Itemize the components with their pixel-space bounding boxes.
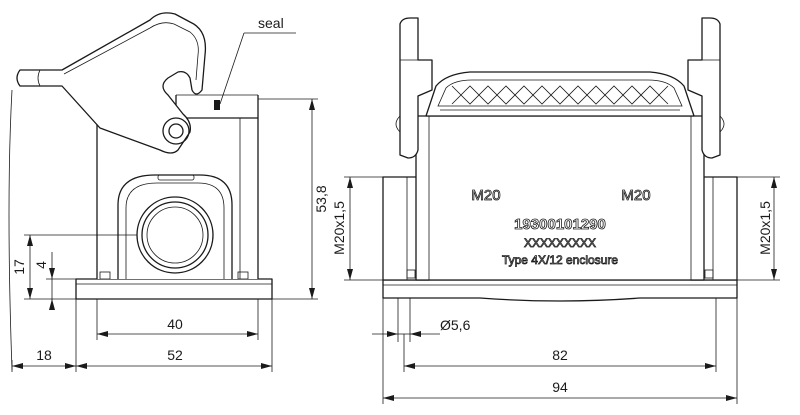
side-view: seal 53,8 17 4 <box>8 12 329 372</box>
dim-diameter-5-6: Ø5,6 <box>372 298 471 342</box>
dim-52: 52 18 <box>11 299 273 372</box>
dim-m20-right: M20x1,5 <box>737 176 780 281</box>
locking-lever <box>16 12 207 154</box>
svg-text:M20x1,5: M20x1,5 <box>757 201 773 255</box>
dim-m20-left: M20x1,5 <box>331 176 383 281</box>
seal-label: seal <box>258 15 284 31</box>
front-body <box>415 115 705 281</box>
seal-pattern <box>440 85 680 111</box>
svg-text:40: 40 <box>167 316 183 332</box>
seal-marker <box>214 100 220 110</box>
lever-pivot <box>162 117 190 145</box>
dim-18: 18 <box>36 347 52 363</box>
dim-94: 94 <box>382 298 738 404</box>
svg-text:52: 52 <box>167 347 183 363</box>
svg-text:94: 94 <box>552 379 568 395</box>
front-base-plate <box>382 279 738 302</box>
front-view: M20 M20 19300101290 XXXXXXXXX Type 4X/12… <box>331 17 780 404</box>
svg-text:4: 4 <box>33 261 49 269</box>
marking-serial: XXXXXXXXX <box>524 236 596 250</box>
dim-17: 17 <box>11 234 137 300</box>
front-top-band <box>425 71 695 117</box>
side-base-plate <box>75 278 273 300</box>
dim-53-8: 53,8 <box>258 98 329 300</box>
svg-text:82: 82 <box>552 347 568 363</box>
svg-text:17: 17 <box>11 259 27 275</box>
svg-text:53,8: 53,8 <box>313 185 329 212</box>
marking-enclosure: Type 4X/12 enclosure <box>502 253 618 267</box>
marking-m20-right: M20 <box>621 187 650 204</box>
svg-text:M20x1,5: M20x1,5 <box>331 201 347 255</box>
marking-m20-left: M20 <box>471 187 500 204</box>
dim-82: 82 <box>403 298 717 372</box>
svg-text:Ø5,6: Ø5,6 <box>440 317 471 333</box>
marking-part-number: 19300101290 <box>514 216 606 233</box>
dim-4: 4 <box>33 252 76 310</box>
dim-40: 40 <box>96 299 259 340</box>
